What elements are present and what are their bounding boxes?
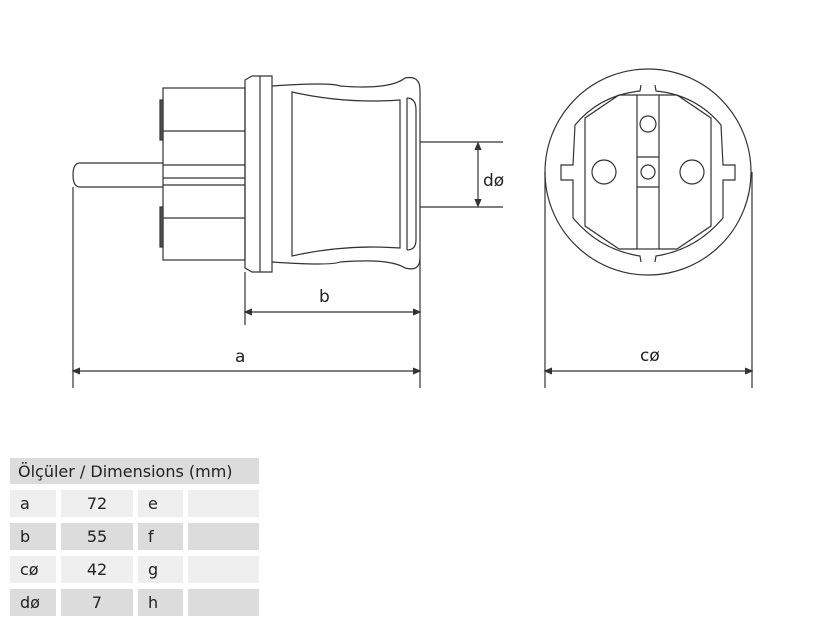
value-cell: 72 xyxy=(61,490,133,517)
value-cell: 55 xyxy=(61,523,133,550)
dim-label-c: cø xyxy=(640,346,660,366)
plug-technical-drawing: dø b a cø xyxy=(71,68,754,388)
value-cell xyxy=(188,523,259,550)
dim-label-d: dø xyxy=(483,171,504,191)
value-cell xyxy=(188,556,259,583)
key-cell: cø xyxy=(10,556,56,583)
key-cell: dø xyxy=(10,589,56,616)
table-row: cø 42 g xyxy=(10,556,259,583)
table-row: a 72 e xyxy=(10,490,259,517)
socket-outline-right xyxy=(654,84,736,263)
dimensions-table: Ölçüler / Dimensions (mm) a 72 e b 55 f … xyxy=(5,452,264,622)
flange xyxy=(244,75,273,273)
key-cell: e xyxy=(138,490,183,517)
front-view xyxy=(544,68,752,276)
earth-pin xyxy=(72,162,163,188)
key-cell: a xyxy=(10,490,56,517)
value-cell: 7 xyxy=(61,589,133,616)
dimension-lines xyxy=(71,172,754,388)
table-row: dø 7 h xyxy=(10,589,259,616)
socket-outline-left xyxy=(560,84,642,263)
value-cell xyxy=(188,490,259,517)
side-view xyxy=(72,75,503,273)
body xyxy=(271,76,421,270)
rear-block xyxy=(162,87,246,261)
table-title: Ölçüler / Dimensions (mm) xyxy=(10,458,259,484)
key-cell: f xyxy=(138,523,183,550)
body-panel xyxy=(291,91,401,257)
dim-label-a: a xyxy=(235,347,245,367)
value-cell: 42 xyxy=(61,556,133,583)
key-cell: h xyxy=(138,589,183,616)
key-cell: g xyxy=(138,556,183,583)
value-cell xyxy=(188,589,259,616)
table-row: b 55 f xyxy=(10,523,259,550)
outer-rim xyxy=(544,68,752,276)
key-cell: b xyxy=(10,523,56,550)
dim-label-b: b xyxy=(319,287,330,307)
